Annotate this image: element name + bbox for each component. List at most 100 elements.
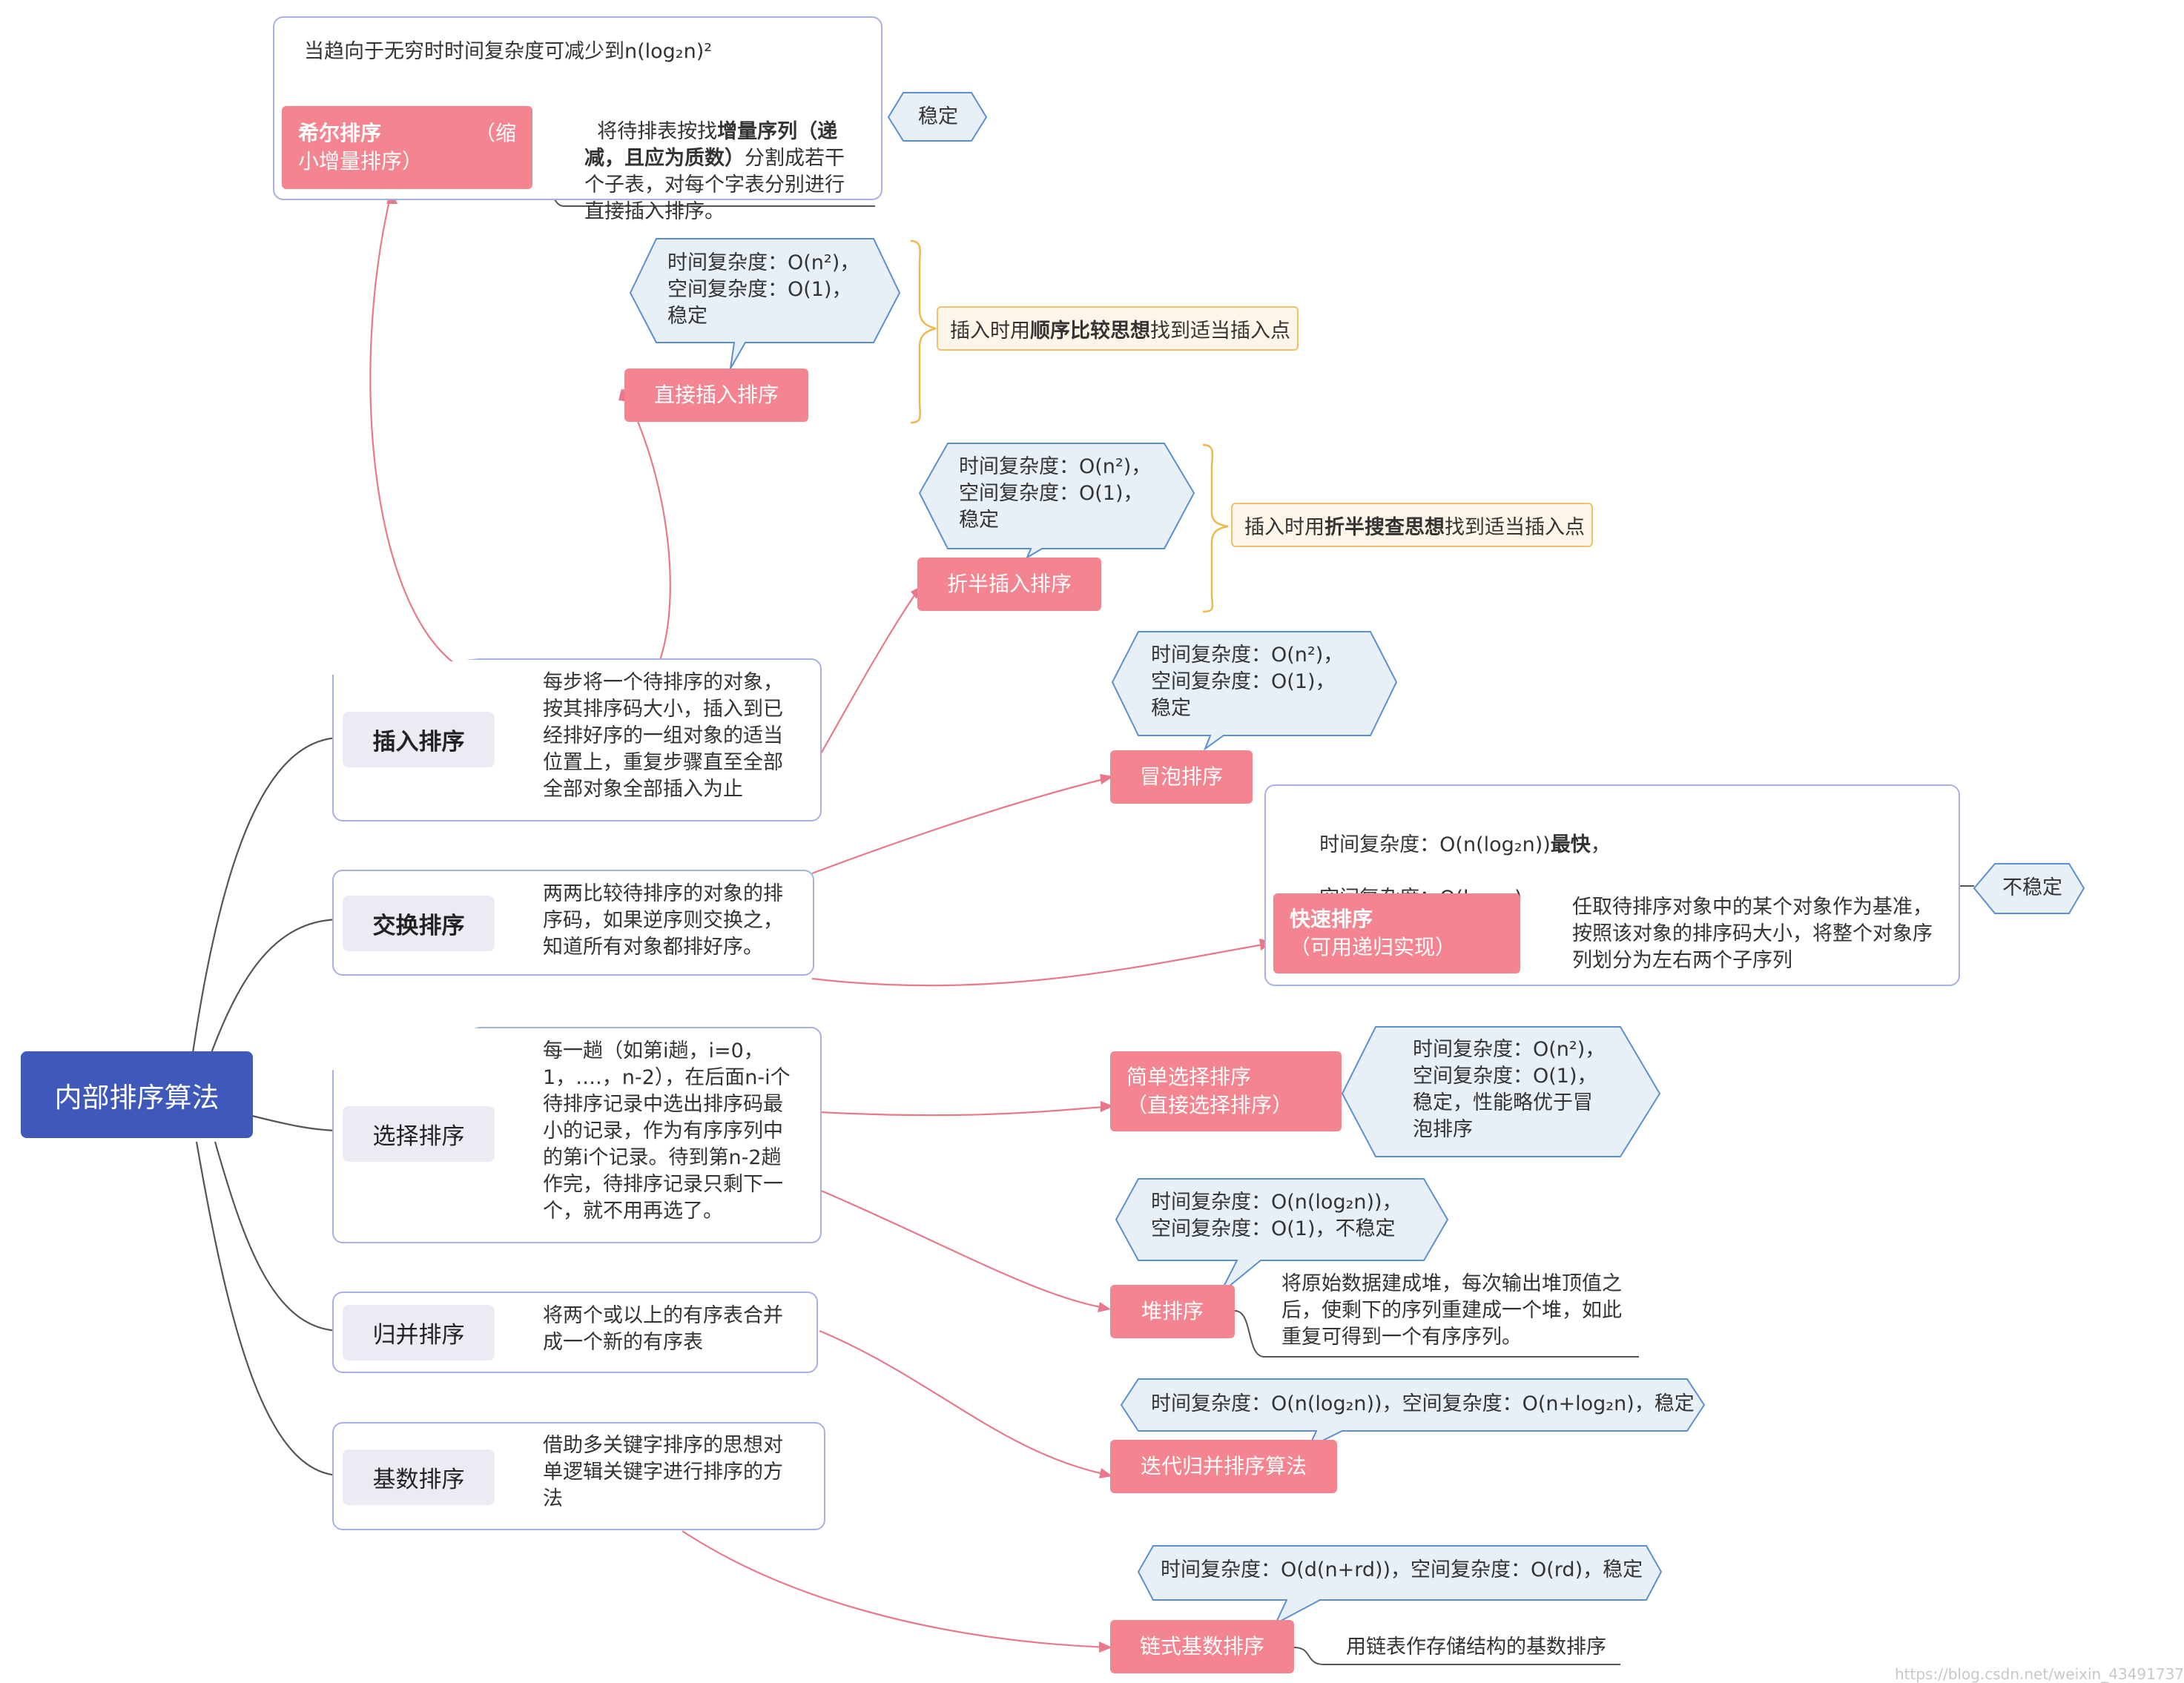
underline-heap xyxy=(1234,1310,1639,1358)
category-exchange[interactable]: 交换排序 xyxy=(343,896,495,951)
direct-insert-note: 插入时用顺序比较思想找到适当插入点 xyxy=(937,306,1299,351)
binary-insert-title: 折半插入排序 xyxy=(946,572,1072,596)
category-selection[interactable]: 选择排序 xyxy=(343,1106,495,1162)
iter-merge-title: 迭代归并排序算法 xyxy=(1140,1454,1307,1478)
link-exchange-quick xyxy=(811,942,1273,987)
simple-select-subtitle: （直接选择排序） xyxy=(1126,1093,1293,1117)
simple-select-node[interactable]: 简单选择排序 （直接选择排序） xyxy=(1110,1051,1342,1131)
link-merge-iter xyxy=(819,1329,1111,1477)
shell-sort-node[interactable]: 希尔排序 （缩 小增量排序） xyxy=(282,106,532,189)
link-root-radix xyxy=(195,1141,342,1477)
arrow-chain xyxy=(1099,1641,1112,1653)
quick-sort-node[interactable]: 快速排序 （可用递归实现） xyxy=(1273,893,1520,973)
simple-select-title: 简单选择排序 xyxy=(1126,1065,1252,1089)
linked-radix-title: 链式基数排序 xyxy=(1139,1634,1264,1659)
category-selection-label: 选择排序 xyxy=(372,1123,465,1150)
shell-title-suffix: （缩 xyxy=(474,121,516,145)
root-node[interactable]: 内部排序算法 xyxy=(21,1051,253,1138)
link-root-exchange xyxy=(210,918,342,1054)
hex-shell-stability xyxy=(887,92,988,142)
binary-complexity-text: 时间复杂度：O(n²)， 空间复杂度：O(1)， 稳定 xyxy=(959,455,1152,532)
brace-direct xyxy=(910,239,937,424)
link-root-merge xyxy=(214,1141,342,1332)
brace-binary xyxy=(1202,443,1229,613)
heap-desc: 将原始数据建成堆，每次输出堆顶值之 后，使剩下的序列重建成一个堆，如此 重复可得… xyxy=(1281,1272,1622,1349)
arrow-iter xyxy=(1099,1468,1112,1478)
quick-sort-subtitle: （可用递归实现） xyxy=(1290,935,1456,959)
underline-radix-chain xyxy=(1293,1647,1620,1665)
direct-complexity-text: 时间复杂度：O(n²)， 空间复杂度：O(1)， 稳定 xyxy=(667,251,860,328)
heap-sort-title: 堆排序 xyxy=(1141,1299,1204,1323)
direct-note-bold: 顺序比较思想 xyxy=(1030,319,1150,343)
merge-complexity-text: 时间复杂度：O(n(log₂n))，空间复杂度：O(n+log₂n)，稳定 xyxy=(1151,1392,1695,1415)
shell-desc-bold: 增量序列（递 减，且应为质数） xyxy=(584,120,838,170)
simple-complexity-text: 时间复杂度：O(n²)， 空间复杂度：O(1)， 稳定，性能略优于冒 泡排序 xyxy=(1413,1038,1606,1141)
link-selection-simple xyxy=(819,1105,1113,1117)
bubble-sort-title: 冒泡排序 xyxy=(1139,764,1223,789)
link-insertion-direct xyxy=(622,388,671,661)
hex-heap-complexity xyxy=(1115,1178,1449,1295)
bubble-sort-node[interactable]: 冒泡排序 xyxy=(1110,750,1253,804)
shell-desc-post: 分割成若干 个子表，对每个字表分别进行 直接插入排序。 xyxy=(584,147,845,223)
binary-note-pre: 插入时用 xyxy=(1244,515,1324,539)
link-selection-heap xyxy=(819,1188,1109,1310)
arrow-simple xyxy=(1101,1101,1114,1112)
hex-binary-complexity xyxy=(918,443,1195,560)
hex-simple-complexity xyxy=(1341,1026,1661,1157)
shell-title-row: 希尔排序 （缩 xyxy=(298,119,516,148)
link-root-selection xyxy=(251,1114,342,1132)
binary-insert-note: 插入时用折半搜查思想找到适当插入点 xyxy=(1231,503,1593,547)
root-label: 内部排序算法 xyxy=(54,1081,220,1114)
link-radix-chain xyxy=(682,1530,1111,1649)
hex-bubble-complexity xyxy=(1111,631,1398,751)
link-exchange-bubble xyxy=(811,776,1113,875)
radix-complexity-text: 时间复杂度：O(d(n+rd))，空间复杂度：O(rd)，稳定 xyxy=(1161,1558,1643,1581)
linked-radix-node[interactable]: 链式基数排序 xyxy=(1110,1620,1294,1673)
iter-merge-node[interactable]: 迭代归并排序算法 xyxy=(1110,1440,1337,1493)
hex-radix-complexity xyxy=(1137,1545,1663,1626)
category-radix-desc: 借助多关键字排序的思想对 单逻辑关键字进行排序的方 法 xyxy=(543,1434,783,1510)
watermark: https://blog.csdn.net/weixin_43491737 xyxy=(1895,1665,2184,1683)
category-merge-desc: 将两个或以上的有序表合并 成一个新的有序表 xyxy=(543,1304,783,1354)
quick-cx-post: ， xyxy=(1590,833,1611,856)
shell-title: 希尔排序 xyxy=(298,121,382,145)
category-exchange-label: 交换排序 xyxy=(372,913,465,939)
link-insertion-binary xyxy=(819,587,920,757)
binary-note-post: 找到适当插入点 xyxy=(1445,515,1585,539)
linked-radix-desc: 用链表作存储结构的基数排序 xyxy=(1346,1636,1606,1659)
shell-desc: 将待排表按找增量序列（递 减，且应为质数）分割成若干 个子表，对每个字表分别进行… xyxy=(584,92,881,225)
category-selection-desc: 每一趟（如第i趟，i=0， 1，….，n-2），在后面n-i个 待排序记录中选出… xyxy=(543,1039,791,1223)
category-insertion[interactable]: 插入排序 xyxy=(343,712,495,767)
quick-cx-bold: 最快 xyxy=(1550,833,1591,856)
hex-quick-stability xyxy=(1973,863,2085,914)
shell-complexity-text: 当趋向于无穷时时间复杂度可减少到n(log₂n)² xyxy=(304,40,713,63)
binary-insert-node[interactable]: 折半插入排序 xyxy=(917,558,1101,611)
shell-subtitle: 小增量排序） xyxy=(298,149,423,173)
binary-note-bold: 折半搜查思想 xyxy=(1324,515,1445,539)
category-merge-label: 归并排序 xyxy=(372,1322,465,1349)
link-root-insertion xyxy=(191,736,342,1054)
category-merge[interactable]: 归并排序 xyxy=(343,1305,495,1360)
heap-sort-node[interactable]: 堆排序 xyxy=(1110,1285,1235,1338)
category-exchange-desc: 两两比较待排序的对象的排 序码，如果逆序则交换之， 知道所有对象都排好序。 xyxy=(543,882,783,959)
arrow-heap xyxy=(1098,1302,1111,1312)
quick-sort-title: 快速排序 xyxy=(1290,907,1373,931)
category-insertion-label: 插入排序 xyxy=(372,729,465,755)
shell-stability-text: 稳定 xyxy=(918,105,958,128)
direct-note-pre: 插入时用 xyxy=(950,319,1030,343)
hex-direct-complexity xyxy=(629,238,901,369)
direct-note-post: 找到适当插入点 xyxy=(1150,319,1290,343)
hex-merge-complexity xyxy=(1120,1378,1706,1449)
direct-insert-title: 直接插入排序 xyxy=(653,383,779,407)
heap-complexity-text: 时间复杂度：O(n(log₂n))， 空间复杂度：O(1)，不稳定 xyxy=(1151,1191,1402,1240)
link-insertion-shell xyxy=(369,191,461,668)
shell-desc-pre: 将待排表按找 xyxy=(597,120,718,143)
quick-desc: 任取待排序对象中的某个对象作为基准， 按照该对象的排序码大小，将整个对象序 列划… xyxy=(1572,896,1933,972)
quick-stability-text: 不稳定 xyxy=(2002,876,2062,899)
quick-cx-pre: 时间复杂度：O(n(log₂n)) xyxy=(1319,833,1551,856)
category-insertion-desc: 每步将一个待排序的对象， 按其排序码大小，插入到已 经排好序的一组对象的适当 位… xyxy=(543,671,783,801)
bubble-complexity-text: 时间复杂度：O(n²)， 空间复杂度：O(1)， 稳定 xyxy=(1151,644,1344,720)
category-radix-label: 基数排序 xyxy=(372,1467,465,1493)
direct-insert-node[interactable]: 直接插入排序 xyxy=(624,368,808,422)
category-radix[interactable]: 基数排序 xyxy=(343,1449,495,1505)
